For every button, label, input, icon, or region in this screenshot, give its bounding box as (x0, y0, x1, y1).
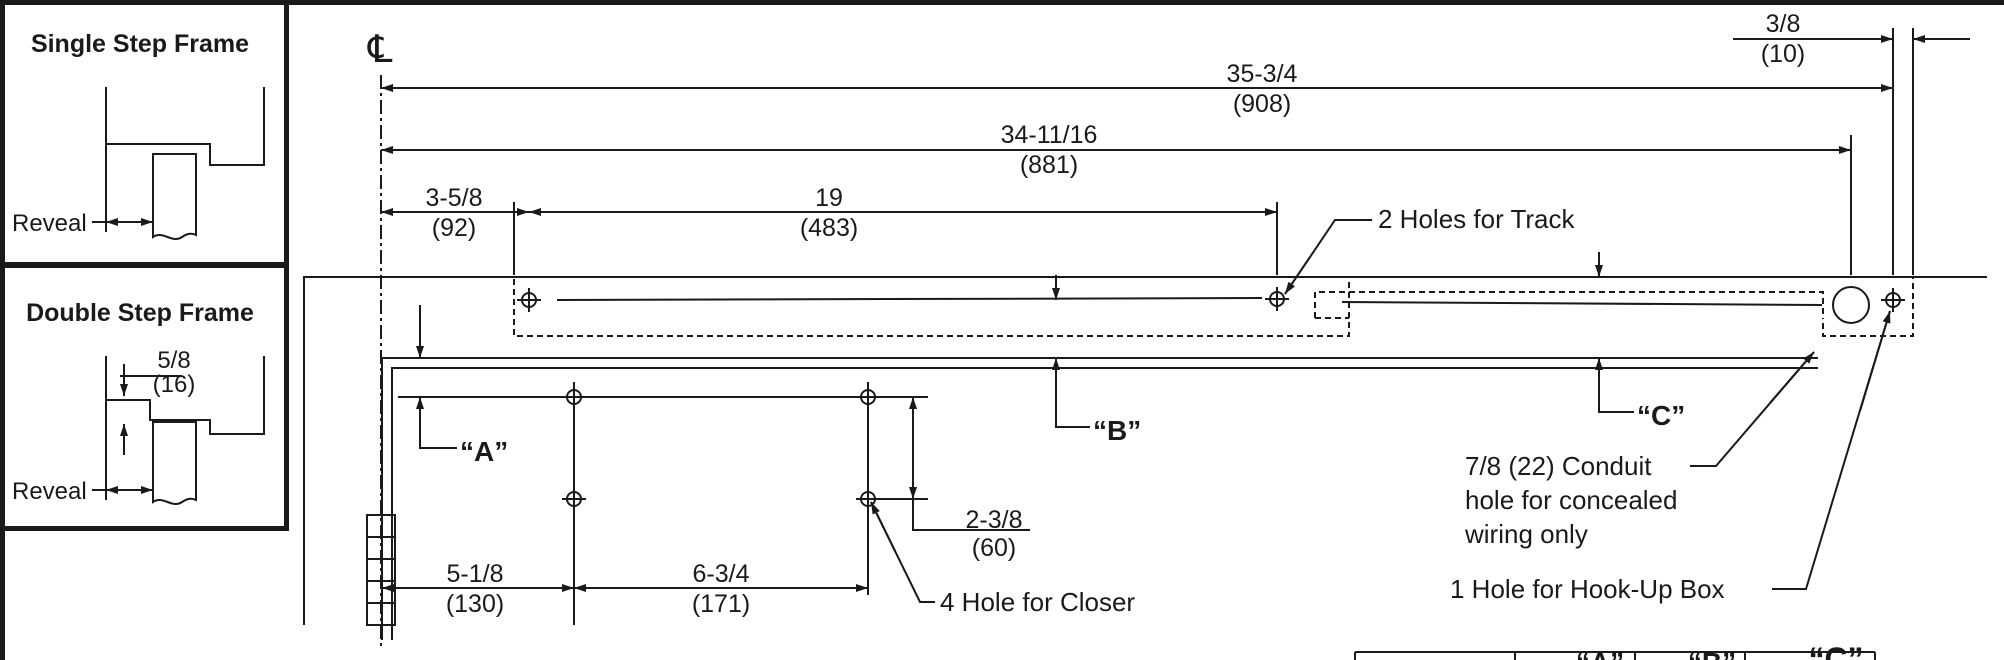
main-template: ℄ 3/8 (10) 35-3/4 (908) 34-11/16 (881) 3… (303, 10, 1987, 660)
track-holes-leader (1284, 219, 1372, 295)
dim-track-holes-metric: (483) (800, 214, 858, 242)
dim-overall-metric: (908) (1233, 90, 1291, 118)
dim-right-offset-metric: (10) (1761, 40, 1805, 68)
dimension-table-partial: “A” “B” “C” (1354, 641, 1876, 660)
double-step-frame-title: Double Step Frame (26, 299, 254, 327)
hookup-box-leader (1772, 310, 1891, 590)
single-step-reveal-label: Reveal (12, 210, 87, 237)
track-centerline (556, 297, 1263, 301)
dim-overall-imperial: 35-3/4 (1227, 60, 1298, 88)
track-holes-callout: 2 Holes for Track (1378, 204, 1576, 234)
conduit-hole (1832, 286, 1870, 324)
double-step-reveal-label: Reveal (12, 478, 87, 505)
table-header-b: “B” (1688, 647, 1736, 660)
reference-a-label: “A” (460, 436, 508, 467)
double-step-dim-metric: (16) (153, 371, 196, 398)
hookup-box-outline (1349, 276, 1914, 337)
door-top-edge (381, 357, 1818, 640)
dim-track-span-imperial: 34-11/16 (1001, 121, 1098, 149)
closer-holes-leader (870, 501, 935, 603)
hookup-box-hole (1881, 288, 1905, 312)
double-step-dim-imperial: 5/8 (157, 347, 190, 374)
dim-closer-vertical-metric: (60) (972, 534, 1016, 562)
hookup-box-callout: 1 Hole for Hook-Up Box (1450, 574, 1725, 604)
hinge-knuckles (366, 514, 396, 626)
dim-track-holes-imperial: 19 (815, 184, 843, 212)
conduit-callout-line1: 7/8 (22) Conduit (1465, 451, 1652, 481)
double-step-door-leaf (152, 421, 197, 505)
table-header-a: “A” (1576, 647, 1624, 660)
centerline-symbol: ℄ (367, 29, 393, 71)
single-step-frame-panel: Single Step Frame Reveal (12, 30, 265, 240)
conduit-callout-line3: wiring only (1464, 519, 1588, 549)
single-step-frame-title: Single Step Frame (31, 30, 249, 58)
track-hole-left (517, 288, 541, 312)
track-outline (513, 276, 1350, 337)
single-step-door-leaf (152, 153, 197, 240)
frame-head-line (303, 276, 1987, 625)
dim-right-offset-imperial: 3/8 (1766, 10, 1801, 38)
double-step-frame-profile (105, 356, 265, 435)
dim-track-span-metric: (881) (1020, 151, 1078, 179)
dim-closer-holes-metric: (171) (692, 590, 750, 618)
dim-track-start-imperial: 3-5/8 (426, 184, 483, 212)
conduit-callout-line2: hole for concealed (1465, 485, 1677, 515)
track-hole-right (1265, 287, 1289, 311)
dim-closer-holes-imperial: 6-3/4 (693, 560, 750, 588)
dim-closer-start-metric: (130) (446, 590, 504, 618)
table-header-c: “C” (1808, 641, 1863, 660)
double-step-frame-panel: Double Step Frame 5/8 (16) Reveal (12, 299, 265, 505)
dim-closer-vertical-imperial: 2-3/8 (966, 506, 1023, 534)
reference-b-label: “B” (1093, 415, 1141, 446)
reference-c-label: “C” (1637, 400, 1685, 431)
dim-track-start-metric: (92) (432, 214, 476, 242)
closer-holes-callout: 4 Hole for Closer (940, 587, 1135, 617)
conduit-leader (1690, 351, 1815, 467)
dim-closer-start-imperial: 5-1/8 (447, 560, 504, 588)
single-step-frame-profile (105, 87, 265, 166)
